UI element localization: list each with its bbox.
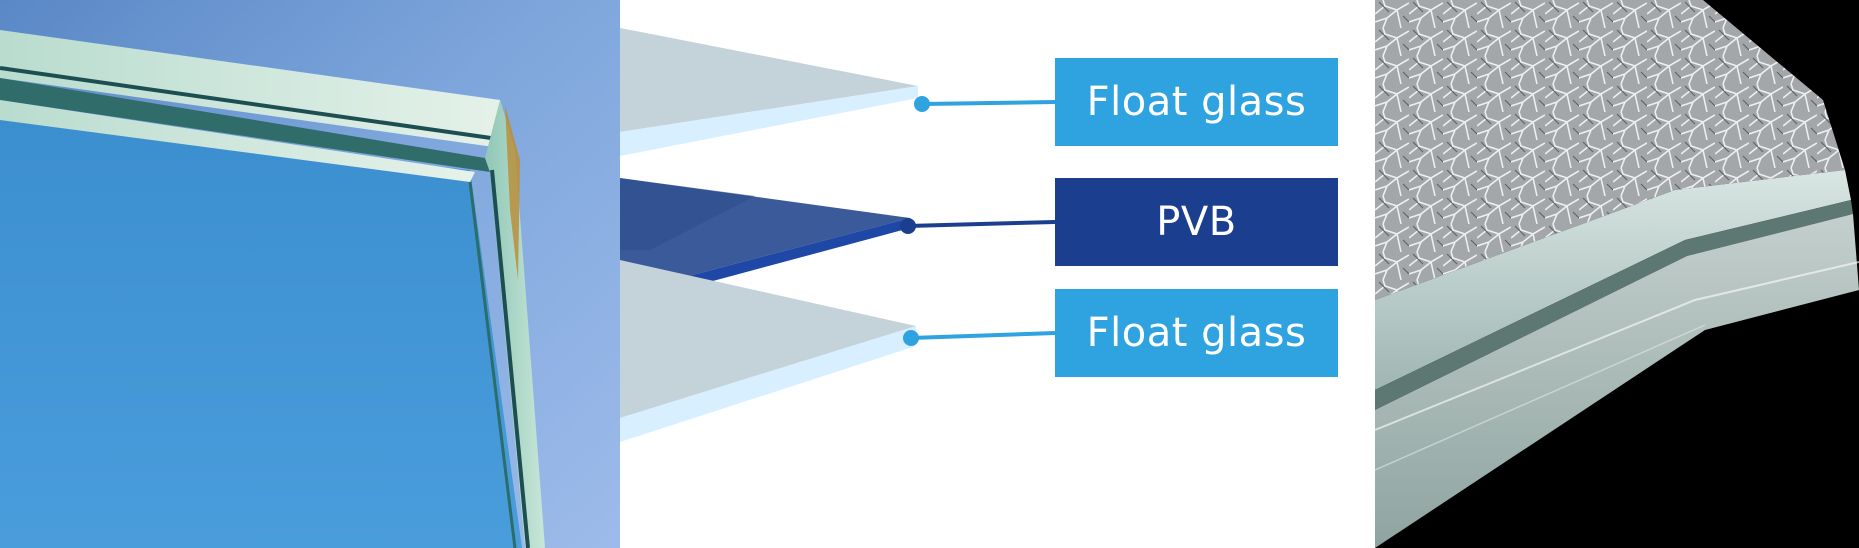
- pvb-label: PVB: [1055, 178, 1338, 266]
- cracked-laminated-glass-photo-icon: [1375, 0, 1859, 548]
- bottom-float-glass-edge: [620, 326, 916, 442]
- bottom-float-glass-layer: [620, 260, 916, 418]
- laminated-glass-corner-photo-icon: [0, 0, 620, 548]
- connector-dot-top: [914, 96, 930, 112]
- connector-dot-bottom: [903, 330, 919, 346]
- laminated-glass-corner-illustration: [0, 0, 620, 548]
- top-float-glass-layer: [620, 28, 918, 132]
- top-float-glass-edge: [620, 86, 918, 156]
- laminated-glass-layer-diagram: Float glass PVB Float glass: [620, 0, 1375, 548]
- float-glass-label-top: Float glass: [1055, 58, 1338, 146]
- cracked-glass-illustration: [1375, 0, 1859, 548]
- layer-stack-illustration: [620, 28, 1056, 442]
- float-glass-label-bottom: Float glass: [1055, 289, 1338, 377]
- connector-dot-middle: [900, 218, 916, 234]
